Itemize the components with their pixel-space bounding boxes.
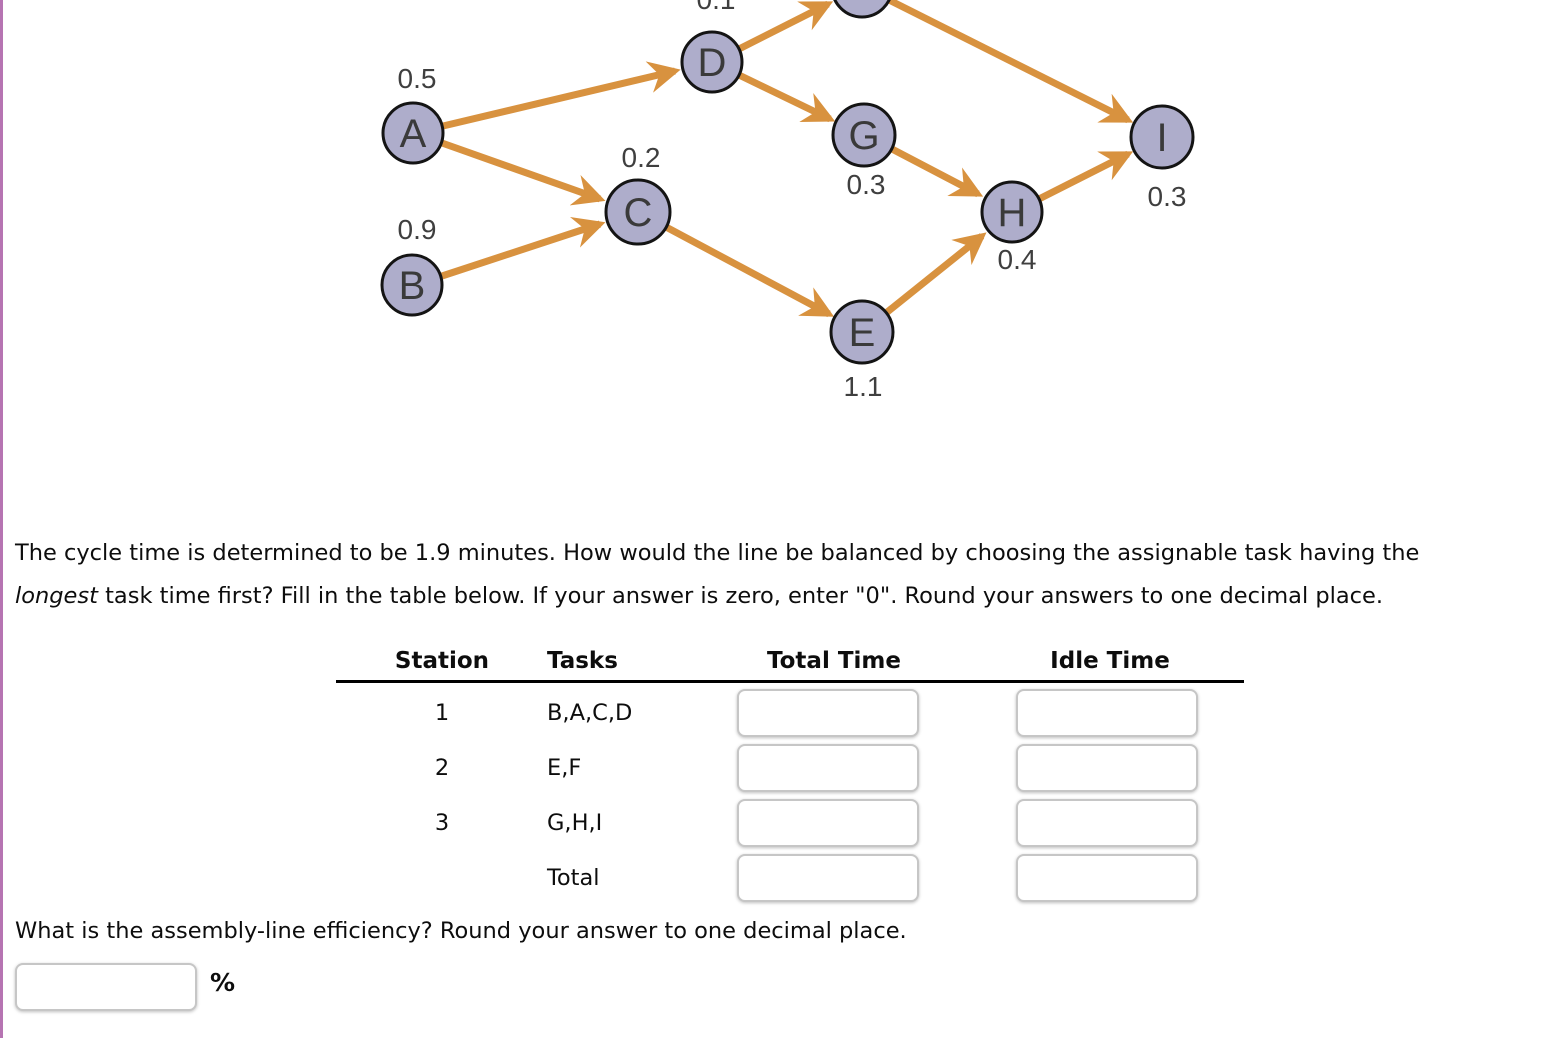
edge-C-E: [664, 223, 835, 318]
station-1-total-time-input[interactable]: [737, 689, 919, 737]
header-idle-time: Idle Time: [1050, 648, 1170, 674]
node-A-label: A: [400, 112, 427, 156]
node-B-label: B: [399, 264, 426, 308]
total-time-sum-input[interactable]: [737, 854, 919, 902]
station-1-number: 1: [434, 700, 450, 726]
station-2-tasks: E,F: [547, 755, 582, 781]
station-3-number: 3: [434, 810, 450, 836]
edge-A-C: [440, 139, 606, 206]
diagram-edges: [440, 0, 1134, 318]
node-G: [831, 102, 897, 168]
efficiency-question-text: What is the assembly-line efficiency? Ro…: [15, 918, 907, 944]
node-E-label: E: [849, 311, 876, 355]
station-2-idle-time-input[interactable]: [1016, 744, 1198, 792]
edge-G-H: [890, 145, 984, 198]
diagram-nodes: A B C D E G H I 0.5 0.9 0.2 0.1 1.1 0.3 …: [380, 0, 1195, 402]
station-2-number: 2: [434, 755, 450, 781]
edge-D-F: [737, 0, 834, 53]
question-text: The cycle time is determined to be 1.9 m…: [15, 532, 1535, 618]
task-time-C: 0.2: [622, 142, 661, 173]
header-tasks: Tasks: [547, 648, 618, 674]
station-2-total-time-input[interactable]: [737, 744, 919, 792]
node-D: [680, 30, 744, 94]
node-C-label: C: [624, 191, 653, 235]
task-time-E: 1.1: [844, 371, 883, 402]
precedence-diagram: A B C D E G H I 0.5 0.9 0.2 0.1 1.1 0.3 …: [380, 0, 1195, 402]
task-time-H: 0.4: [998, 244, 1037, 275]
edge-E-H: [883, 232, 987, 316]
task-time-B: 0.9: [398, 214, 437, 245]
header-total-time: Total Time: [767, 648, 901, 674]
percent-sign: %: [210, 968, 236, 997]
task-time-D: 0.1: [697, 0, 736, 15]
task-time-I: 0.3: [1148, 181, 1187, 212]
node-C: [604, 178, 672, 246]
header-station: Station: [394, 648, 490, 674]
node-G-label: G: [848, 114, 879, 158]
efficiency-input[interactable]: [15, 963, 197, 1011]
edge-B-C: [440, 216, 606, 280]
question-text-line2: longest task time first? Fill in the tab…: [15, 575, 1535, 618]
station-1-tasks: B,A,C,D: [547, 700, 633, 726]
node-B: [380, 253, 444, 317]
left-accent-stripe: [0, 0, 3, 1038]
question-text-line1: The cycle time is determined to be 1.9 m…: [15, 540, 1420, 566]
station-3-total-time-input[interactable]: [737, 799, 919, 847]
node-I-label: I: [1156, 116, 1167, 160]
node-F-cutoff: [833, 0, 891, 19]
node-H: [980, 180, 1044, 244]
node-E: [829, 299, 895, 365]
edge-H-I: [1037, 150, 1134, 203]
node-H-label: H: [998, 191, 1027, 235]
question-text-line2-rest: task time first? Fill in the table below…: [97, 583, 1384, 609]
idle-time-sum-input[interactable]: [1016, 854, 1198, 902]
node-D-label: D: [698, 41, 727, 85]
station-1-idle-time-input[interactable]: [1016, 689, 1198, 737]
station-3-tasks: G,H,I: [547, 810, 603, 836]
edge-F-I: [887, 0, 1134, 124]
node-I: [1129, 104, 1195, 170]
node-A: [381, 101, 445, 165]
edge-A-D: [442, 61, 681, 130]
question-text-italic-word: longest: [15, 583, 98, 609]
table-header-rule: [336, 680, 1244, 683]
task-time-A: 0.5: [398, 63, 437, 94]
station-3-idle-time-input[interactable]: [1016, 799, 1198, 847]
edge-D-G: [737, 71, 836, 123]
total-row-label: Total: [547, 865, 600, 891]
task-time-G: 0.3: [847, 169, 886, 200]
